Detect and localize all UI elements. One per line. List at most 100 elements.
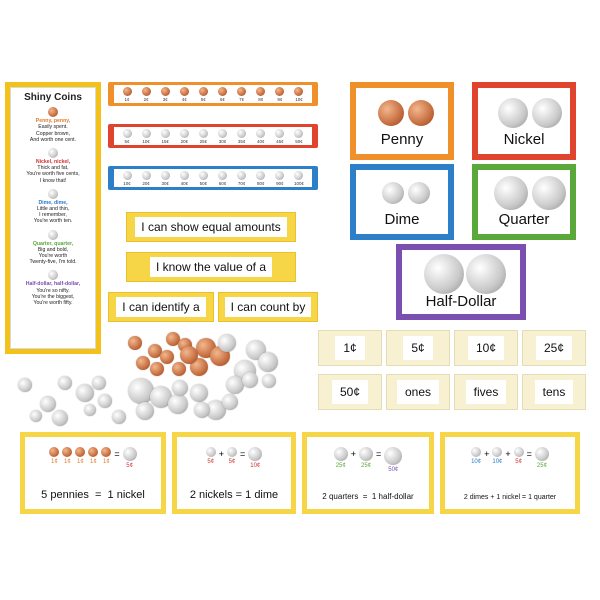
equation-coin: 5¢ xyxy=(513,447,524,465)
equals-sign: = xyxy=(240,449,246,459)
verse-lead: Dime, dime, xyxy=(38,199,68,206)
coin-icon xyxy=(492,447,503,457)
strip-label: 30¢ xyxy=(161,180,169,186)
strip-label: 6¢ xyxy=(220,96,226,102)
plus-sign: + xyxy=(350,449,356,459)
poem-verse: Quarter, quarter,Big and bold,You're wor… xyxy=(14,229,92,266)
strip-label: 9¢ xyxy=(277,96,283,102)
equation-card-dimes-nickel: 10¢+10¢+5¢=25¢2 dimes + 1 nickel = 1 qua… xyxy=(440,432,580,514)
coin-icon xyxy=(190,384,208,402)
strip-cell: 70¢ xyxy=(233,170,251,186)
value-card-5c: 5¢ xyxy=(386,330,450,366)
coin-icon xyxy=(58,376,72,390)
value-card-10c: 10¢ xyxy=(454,330,518,366)
coin-icon xyxy=(256,128,266,138)
equation-coin: 10¢ xyxy=(492,447,502,465)
strip-cell: 3¢ xyxy=(156,86,174,102)
strip-label: 45¢ xyxy=(276,138,284,144)
equation-coins-row: 10¢+10¢+5¢=25¢ xyxy=(445,447,575,469)
value-card-25c: 25¢ xyxy=(522,330,586,366)
coin-icon xyxy=(122,128,132,138)
coin-icon xyxy=(359,447,373,461)
coin-value-label: 5¢ xyxy=(515,459,522,465)
equation-coin: 1¢ xyxy=(49,447,60,465)
strip-cell: 30¢ xyxy=(156,170,174,186)
value-card-1c: 1¢ xyxy=(318,330,382,366)
poem-verse: Penny, penny,Easily spent.Copper brown,A… xyxy=(14,107,92,143)
verse-line: You're worth ten. xyxy=(33,218,73,225)
strip-label: 8¢ xyxy=(258,96,264,102)
strip-cell: 50¢ xyxy=(290,128,308,144)
strip-cell: 60¢ xyxy=(214,170,232,186)
quarter-back-icon xyxy=(532,176,566,210)
coin-value-label: 1¢ xyxy=(64,459,71,465)
strip-cell: 50¢ xyxy=(194,170,212,186)
strip-label: 40¢ xyxy=(180,180,189,186)
strip-label: 10¢ xyxy=(295,96,303,102)
coin-icon xyxy=(122,447,137,461)
verse-line: Little and thin, xyxy=(36,206,70,213)
coin-icon xyxy=(112,410,126,424)
equals-sign: = xyxy=(376,449,382,459)
equation-result-coin: 5¢ xyxy=(122,447,137,469)
coin-icon xyxy=(179,170,189,180)
coin-icon xyxy=(294,170,304,180)
coin-icon xyxy=(136,402,154,420)
coin-icon xyxy=(148,344,162,358)
coin-icon xyxy=(84,404,96,416)
strip-label: 35¢ xyxy=(237,138,246,144)
coin-icon xyxy=(242,372,258,388)
dime-back-icon xyxy=(408,182,430,204)
strip-cell: 90¢ xyxy=(271,170,289,186)
verse-line: Big and bold, xyxy=(37,246,69,253)
coin-icon xyxy=(48,107,58,118)
equation-coin: 1¢ xyxy=(88,447,99,465)
half-dollar-front-icon xyxy=(424,254,464,294)
coin-icon xyxy=(49,447,60,457)
coin-value-label: 10¢ xyxy=(492,459,503,465)
coin-icon xyxy=(30,410,42,422)
coin-icon xyxy=(166,332,180,346)
coin-icon xyxy=(141,170,151,180)
equation-coins-row: 1¢1¢1¢1¢1¢=5¢ xyxy=(25,447,161,469)
strip-cell: 45¢ xyxy=(271,128,289,144)
coin-icon xyxy=(52,410,68,426)
equation-card-quarters: 25¢+25¢=50¢ 2 quarters = 1 half-dollar xyxy=(302,432,434,514)
equation-coin: 1¢ xyxy=(62,447,73,465)
strip-label: 90¢ xyxy=(276,180,284,186)
strip-label: 30¢ xyxy=(218,138,227,144)
equation-result-coin: 10¢ xyxy=(248,447,263,469)
equation-text: 2 quarters = 1 half-dollar xyxy=(322,492,414,501)
equation-coin: 1¢ xyxy=(101,447,112,465)
coin-icon xyxy=(141,128,151,138)
coin-icon xyxy=(275,128,285,138)
coin-icon xyxy=(275,86,285,96)
coin-icon xyxy=(160,128,170,138)
equation-coin: 1¢ xyxy=(75,447,86,465)
strip-cell: 10¢ xyxy=(290,86,308,102)
strip-label: 40¢ xyxy=(257,138,265,144)
quarter-card: Quarter xyxy=(472,164,576,240)
coin-icon xyxy=(160,86,170,96)
shiny-coins-poem: Shiny Coins Penny, penny,Easily spent.Co… xyxy=(5,82,101,354)
equation-coins-row: 25¢+25¢=50¢ xyxy=(307,447,429,473)
penny-card: Penny xyxy=(350,82,454,160)
poem-verse: Half-dollar, half-dollar,You're so nifty… xyxy=(14,270,92,306)
verse-line: You're worth xyxy=(38,253,68,260)
coin-icon xyxy=(172,362,186,376)
coin-icon xyxy=(122,86,132,96)
strip-cell: 15¢ xyxy=(156,128,174,144)
verse-line: You're worth five cents, xyxy=(26,171,80,178)
value-card-fives: fives xyxy=(454,374,518,410)
coin-icon xyxy=(48,148,58,159)
verse-lead: Penny, penny, xyxy=(35,118,71,125)
coin-icon xyxy=(275,170,285,180)
equation-text: 5 pennies = 1 nickel xyxy=(41,489,145,501)
equation-result-coin: 50¢ xyxy=(384,447,403,473)
value-card-50c: 50¢ xyxy=(318,374,382,410)
strip-cell: 8¢ xyxy=(252,86,270,102)
equals-sign: = xyxy=(114,449,120,459)
verse-line: You're the biggest, xyxy=(31,293,75,300)
coin-icon xyxy=(150,362,164,376)
coin-value-label: 5¢ xyxy=(126,463,133,469)
